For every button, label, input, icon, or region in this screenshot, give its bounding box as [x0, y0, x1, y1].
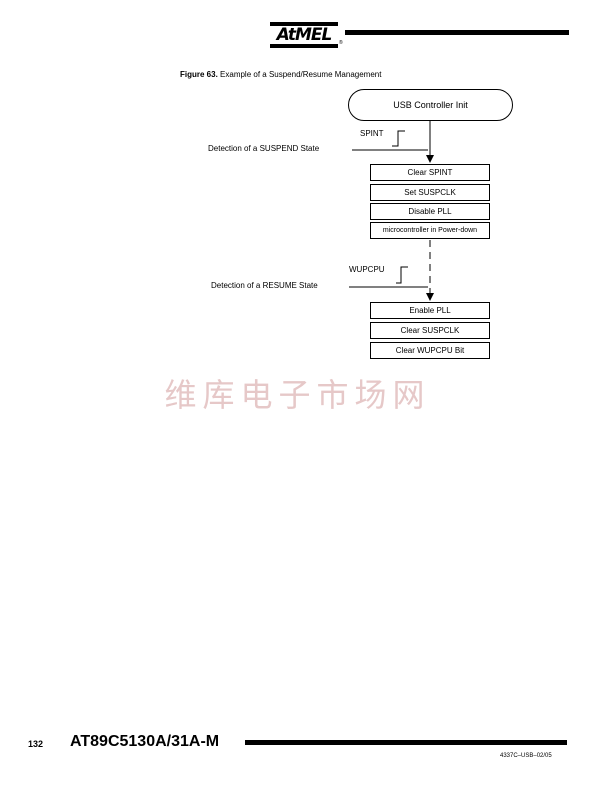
step-label: Clear SPINT — [407, 168, 453, 177]
step-clear-spint: Clear SPINT — [370, 164, 490, 181]
step-enable-pll: Enable PLL — [370, 302, 490, 319]
step-power-down: microcontroller in Power-down — [370, 222, 490, 239]
figure-number: Figure 63. — [180, 70, 218, 79]
step-disable-pll: Disable PLL — [370, 203, 490, 220]
step-label: Disable PLL — [408, 207, 452, 216]
footer-rule — [245, 740, 567, 745]
step-label: Set SUSPCLK — [404, 188, 456, 197]
figure-caption: Figure 63. Example of a Suspend/Resume M… — [180, 70, 381, 79]
document-code: 4337C–USB–02/05 — [500, 753, 552, 759]
step-label: microcontroller in Power-down — [382, 227, 478, 234]
spint-pulse-icon — [392, 130, 405, 147]
document-title: AT89C5130A/31A-M — [70, 733, 220, 750]
suspend-detection-label: Detection of a SUSPEND State — [208, 144, 320, 153]
step-label: Enable PLL — [409, 306, 451, 315]
header-rule — [345, 30, 569, 35]
resume-detection-label: Detection of a RESUME State — [211, 281, 318, 290]
registered-mark: ® — [339, 40, 343, 46]
atmel-logo: AtMEL — [270, 22, 338, 48]
step-label: Clear SUSPCLK — [400, 326, 460, 335]
step-label: Clear WUPCPU Bit — [395, 346, 465, 355]
step-clear-wupcpu: Clear WUPCPU Bit — [370, 342, 490, 359]
page-number: 132 — [28, 739, 44, 749]
step-set-suspclk: Set SUSPCLK — [370, 184, 490, 201]
wupcpu-pulse-icon — [396, 266, 408, 284]
step-clear-suspclk: Clear SUSPCLK — [370, 322, 490, 339]
watermark: 维库电子市场网 — [164, 376, 431, 414]
start-node: USB Controller Init — [348, 89, 513, 121]
start-label: USB Controller Init — [393, 100, 468, 110]
wupcpu-signal-label: WUPCPU — [349, 265, 385, 274]
spint-signal-label: SPINT — [360, 129, 384, 138]
figure-title: Example of a Suspend/Resume Management — [220, 70, 382, 79]
logo-text: AtMEL — [276, 24, 333, 45]
